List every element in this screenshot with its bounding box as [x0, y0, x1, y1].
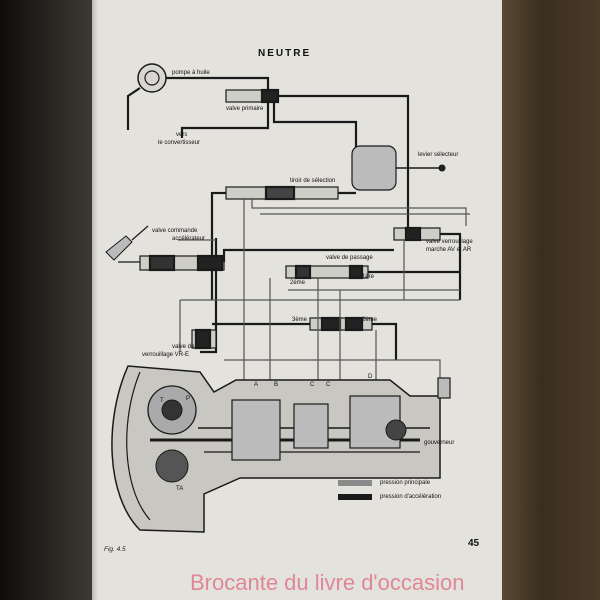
- label-vde: valve de: [172, 344, 195, 350]
- label-p: P: [186, 396, 191, 402]
- legend-principale: pression principale: [380, 480, 431, 486]
- label-gouverneur: gouverneur: [424, 440, 455, 446]
- label-2eme-b: 2ème: [362, 317, 378, 323]
- page-title: NEUTRE: [258, 48, 312, 59]
- label-d: D: [368, 374, 373, 380]
- background-left: [0, 0, 92, 600]
- label-pompe: pompe à huile: [172, 70, 210, 76]
- label-a: A: [254, 382, 259, 388]
- label-1ere: 1ère: [362, 274, 375, 280]
- legend-swatch-principale: [338, 480, 372, 486]
- label-convertisseur: le convertisseur: [158, 140, 201, 146]
- label-passage: valve de passage: [326, 255, 373, 261]
- label-2eme-a: 2ème: [290, 280, 306, 286]
- label-valve-primaire: valve primaire: [226, 106, 264, 112]
- figure-caption: Fig. 4.5: [104, 546, 126, 553]
- label-vers: vers: [176, 132, 188, 138]
- label-b: B: [274, 382, 279, 388]
- label-t: T: [160, 398, 164, 404]
- label-c: C: [310, 382, 315, 388]
- book-spine: [502, 0, 600, 600]
- page-shadow: [92, 0, 98, 600]
- label-tiroir: tiroir de sélection: [290, 178, 336, 184]
- label-levier: levier sélecteur: [418, 152, 459, 158]
- label-ta: TA: [176, 486, 184, 492]
- label-3eme: 3ème: [292, 317, 308, 323]
- watermark: Brocante du livre d'occasion: [190, 570, 465, 595]
- label-c2: C: [326, 382, 331, 388]
- legend-acceleration: pression d'accélération: [380, 494, 442, 500]
- label-accelerateur: accélérateur: [172, 236, 206, 242]
- label-commande: valve commande: [152, 228, 198, 234]
- label-vr-e: verrouillage VR-E: [142, 352, 190, 358]
- label-marche: marche AV et AR: [426, 247, 472, 253]
- label-verrouillage: valve verrouillage: [426, 239, 473, 245]
- page-number: 45: [468, 538, 480, 549]
- legend-swatch-acceleration: [338, 494, 372, 500]
